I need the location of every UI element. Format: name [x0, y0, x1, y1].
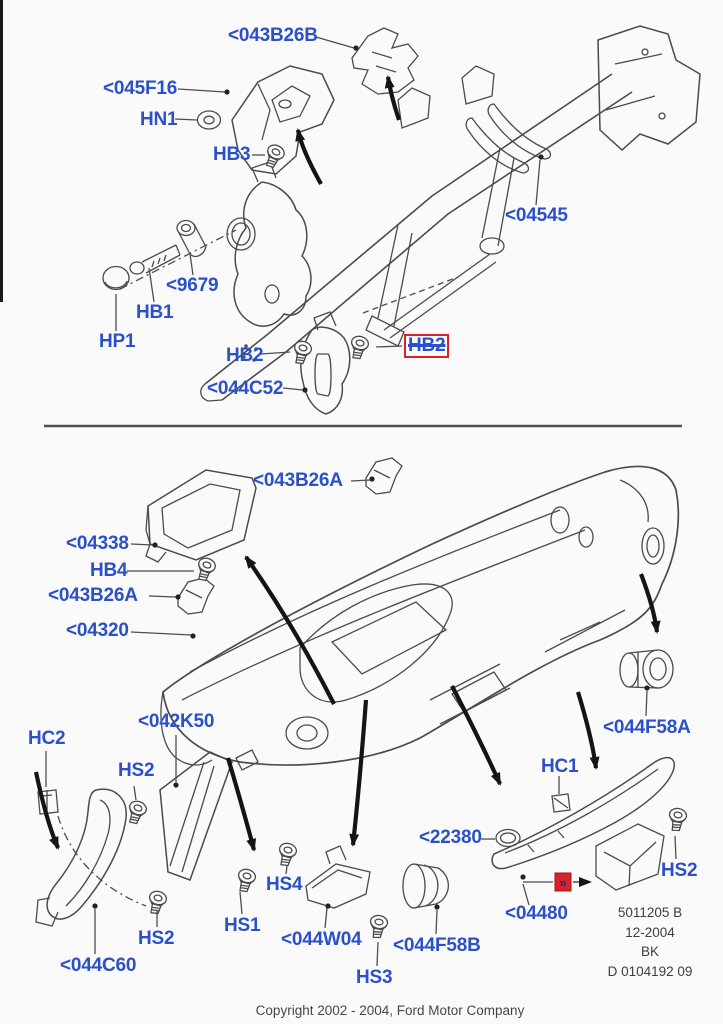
part-label-hs3[interactable]: HS3 — [356, 967, 393, 988]
part-label-hb1[interactable]: HB1 — [136, 302, 174, 323]
part-label-hb2-selected[interactable]: HB2 — [404, 334, 450, 358]
part-label-044c52[interactable]: <044C52 — [207, 378, 284, 399]
selected-part-marker[interactable]: » — [554, 872, 572, 892]
leader-lines-top — [115, 36, 544, 393]
scan-edge-artifact — [0, 0, 3, 302]
drawing-date: 12-2004 — [625, 924, 675, 940]
part-label-hs4[interactable]: HS4 — [266, 874, 303, 895]
assembly-arrows-bottom — [33, 555, 661, 852]
part-label-043b26a-lower[interactable]: <043B26A — [48, 585, 138, 606]
part-label-hs1[interactable]: HS1 — [224, 915, 261, 936]
part-label-hp1[interactable]: HP1 — [99, 331, 136, 352]
part-label-hb2[interactable]: HB2 — [226, 345, 264, 366]
part-label-hs2-right[interactable]: HS2 — [661, 860, 698, 881]
part-label-hc2[interactable]: HC2 — [28, 728, 66, 749]
part-label-9679[interactable]: <9679 — [166, 275, 219, 296]
part-label-hs2-left[interactable]: HS2 — [118, 760, 155, 781]
part-label-hb4[interactable]: HB4 — [90, 560, 128, 581]
part-label-04320[interactable]: <04320 — [66, 620, 129, 641]
part-label-043b26a-upper[interactable]: <043B26A — [253, 470, 343, 491]
part-label-043b26b[interactable]: <043B26B — [228, 25, 318, 46]
copyright-text: Copyright 2002 - 2004, Ford Motor Compan… — [255, 1003, 525, 1018]
part-label-hc1[interactable]: HC1 — [541, 756, 579, 777]
part-label-045f16[interactable]: <045F16 — [103, 78, 178, 99]
part-label-042k50[interactable]: <042K50 — [138, 711, 215, 732]
part-label-04338[interactable]: <04338 — [66, 533, 129, 554]
leader-lines-bottom — [45, 476, 677, 967]
part-label-04545[interactable]: <04545 — [505, 205, 568, 226]
part-label-044w04[interactable]: <044W04 — [281, 929, 362, 950]
drawing-info-block: 5011205 B 12-2004 BK D 0104192 09 — [590, 903, 710, 981]
instrument-panel-art — [35, 457, 689, 940]
drawing-code: BK — [640, 944, 659, 959]
part-label-04480[interactable]: <04480 — [505, 903, 568, 924]
part-label-044f58a[interactable]: <044F58A — [603, 717, 691, 738]
drawing-ref: D 0104192 09 — [607, 963, 693, 979]
part-label-hb2-selected-text: HB2 — [408, 335, 446, 356]
drawing-number: 5011205 B — [617, 905, 683, 920]
selected-part-marker-glyph: » — [559, 875, 566, 890]
part-label-hb3[interactable]: HB3 — [213, 144, 251, 165]
part-label-hs2-lower[interactable]: HS2 — [138, 928, 175, 949]
part-label-044f58b[interactable]: <044F58B — [393, 935, 481, 956]
part-label-hn1[interactable]: HN1 — [140, 109, 178, 130]
part-label-22380[interactable]: <22380 — [419, 827, 482, 848]
beam-assembly-art — [102, 25, 701, 415]
assembly-arrows-top — [295, 75, 401, 186]
part-label-044c60[interactable]: <044C60 — [60, 955, 137, 976]
